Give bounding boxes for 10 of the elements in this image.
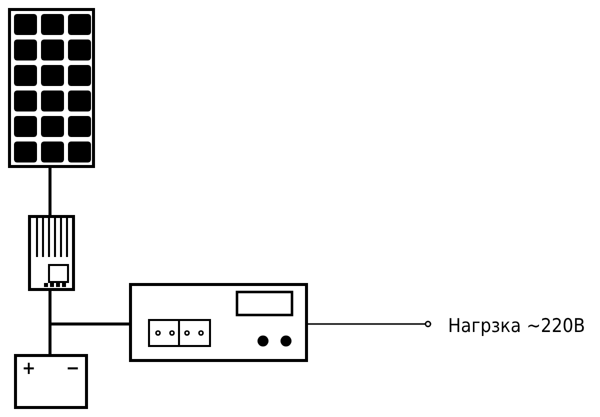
load-label: Нагрзка ~220В <box>448 315 586 337</box>
plus-sign: + <box>22 358 36 380</box>
minus-sign: − <box>66 358 80 380</box>
battery-box <box>14 354 88 409</box>
output-wire <box>308 320 432 328</box>
solar-panel-drawing <box>8 8 95 168</box>
charge-controller-drawing <box>28 215 75 291</box>
wire <box>48 291 129 326</box>
inverter-drawing <box>129 283 308 362</box>
wire <box>48 168 52 215</box>
